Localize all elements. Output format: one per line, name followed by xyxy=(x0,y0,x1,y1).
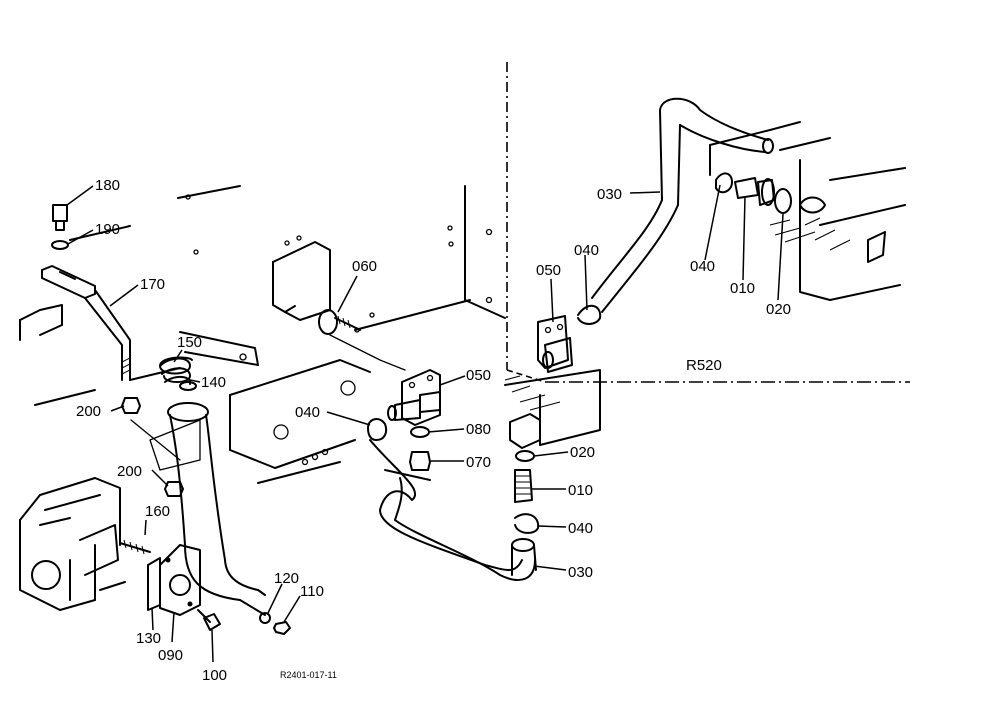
bracket-050-center xyxy=(367,369,441,471)
callout-050-right: 050 xyxy=(536,262,561,279)
callout-060: 060 xyxy=(352,258,377,275)
callout-160: 160 xyxy=(145,503,170,520)
callout-070: 070 xyxy=(466,454,491,471)
hose-lower xyxy=(369,413,541,581)
hose-upper xyxy=(537,97,826,373)
callout-040-right: 040 xyxy=(690,258,715,275)
model-label: R520 xyxy=(686,357,722,374)
frame-outline xyxy=(19,121,906,611)
callout-110: 110 xyxy=(300,583,324,600)
callout-020-right: 020 xyxy=(766,301,791,318)
callout-200-lower: 200 xyxy=(117,463,142,480)
callout-020-lower: 020 xyxy=(570,444,595,461)
callout-080: 080 xyxy=(466,421,491,438)
callout-140: 140 xyxy=(201,374,226,391)
callout-150: 150 xyxy=(177,334,202,351)
callout-030-upper: 030 xyxy=(597,186,622,203)
callout-050-center: 050 xyxy=(466,367,491,384)
callout-040-lower: 040 xyxy=(568,520,593,537)
callout-010-right: 010 xyxy=(730,280,755,297)
dashed-boundary xyxy=(506,62,910,383)
callout-030-lower: 030 xyxy=(568,564,593,581)
callout-010-lower: 010 xyxy=(568,482,593,499)
pipe-flange-assembly xyxy=(119,402,291,635)
callout-040-center: 040 xyxy=(295,404,320,421)
callout-100: 100 xyxy=(202,667,227,684)
callout-120: 120 xyxy=(274,570,299,587)
callout-170: 170 xyxy=(140,276,165,293)
callout-130: 130 xyxy=(136,630,161,647)
callout-labels: 180 190 170 150 140 200 200 160 130 090 … xyxy=(76,177,791,684)
callout-190: 190 xyxy=(95,221,120,238)
leader-lines xyxy=(66,184,784,663)
callout-040-upper: 040 xyxy=(574,242,599,259)
callout-200-upper: 200 xyxy=(76,403,101,420)
drawing-code: R2401-017-11 xyxy=(280,670,337,680)
spring-clamp xyxy=(159,356,197,391)
callout-090: 090 xyxy=(158,647,183,664)
bracket-060 xyxy=(318,309,406,371)
callout-180: 180 xyxy=(95,177,120,194)
